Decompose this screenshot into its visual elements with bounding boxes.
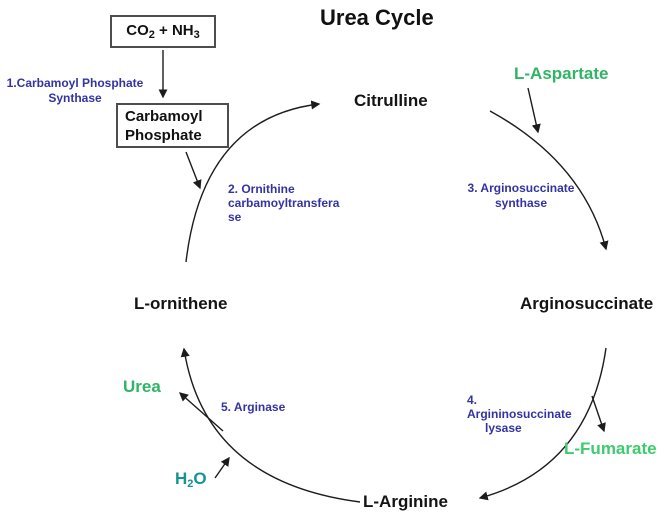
page-title: Urea Cycle [320,5,434,30]
arrow-aspartate-in [527,87,541,134]
metabolite-arginosuccinate: Arginosuccinate [520,294,654,313]
arrow-urea-out [178,392,224,432]
enzyme-4-argininosuccinate-lysase: 4. Argininosuccinate lysase [467,393,572,435]
metabolite-l-aspartate: L-Aspartate [514,64,609,83]
enzyme-3-arginosuccinate-synthase: 3. Arginosuccinate synthase [467,181,575,210]
curve-arginine-to-ornithene [180,347,361,503]
metabolite-l-fumarate: L-Fumarate [564,439,657,458]
enzyme-2-ornithine-carbamoyltransferase: 2. Ornithine carbamoyltransfera se [228,182,340,224]
arrow-fumarate-out [591,395,606,433]
carbamoyl-phosphate-box: Carbamoyl Phosphate [116,103,229,148]
metabolite-citrulline: Citrulline [354,91,428,110]
co2-nh3-formula: CO2 + NH3 [126,22,200,41]
curve-arginosuccinate-to-arginine [478,347,607,501]
enzyme-1-carbamoyl-phosphate-synthase: 1.Carbamoyl Phosphate Synthase [6,76,144,105]
arrow-carbamoyl-to-cycle [185,151,202,190]
metabolite-l-ornithene: L-ornithene [134,294,228,313]
arrow-h2o-in [214,456,230,479]
enzyme-5-arginase: 5. Arginase [221,400,286,414]
curve-citrulline-to-arginosuccinate [489,110,609,251]
metabolite-urea: Urea [123,377,161,396]
curve-ornithene-to-citrulline [185,100,321,263]
co2-nh3-box: CO2 + NH3 [110,15,216,48]
metabolite-l-arginine: L-Arginine [363,492,448,511]
metabolite-h2o: H2O [175,469,207,490]
h2o-formula: H2O [175,469,207,490]
